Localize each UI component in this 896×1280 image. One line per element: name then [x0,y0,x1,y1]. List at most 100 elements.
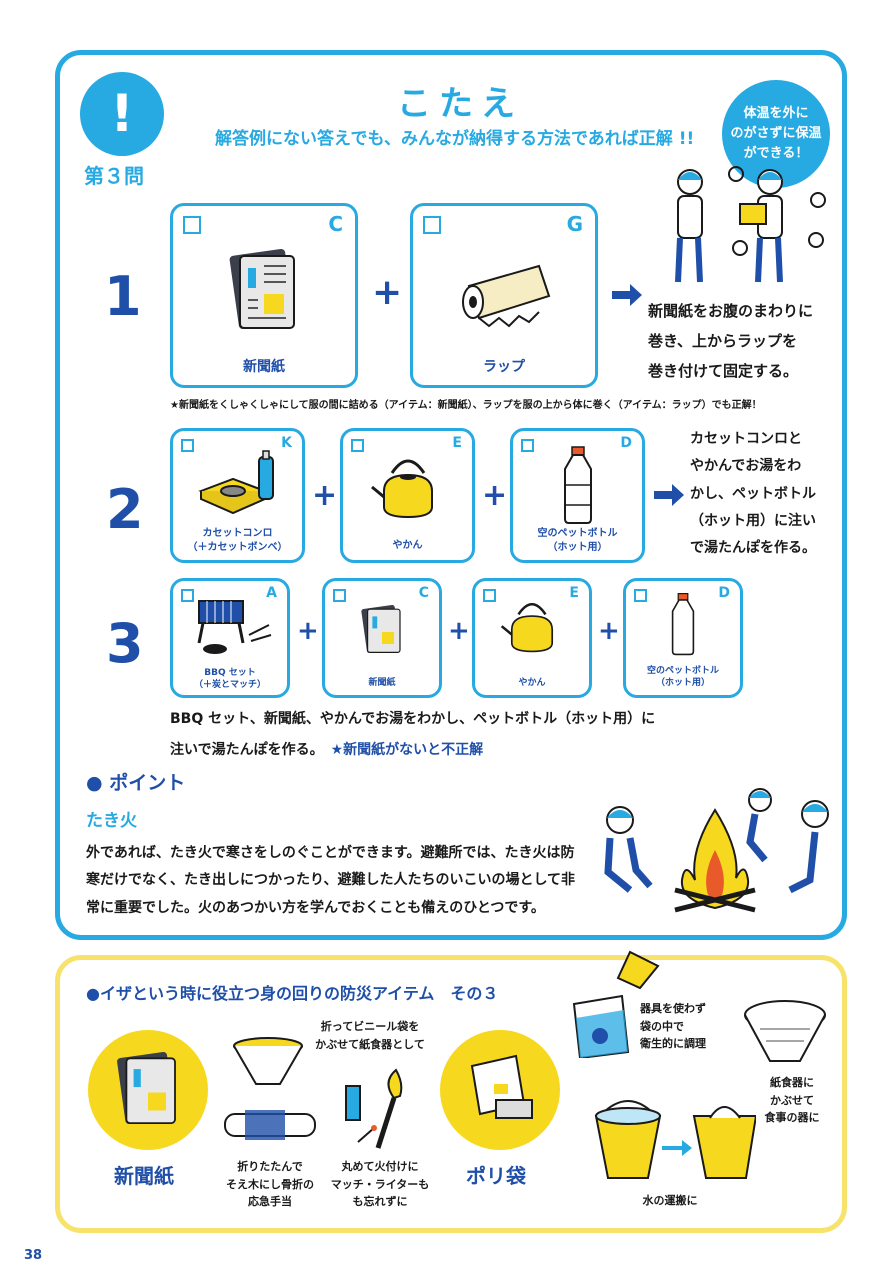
item-card-pet-bottle[interactable]: D 空のペットボトル （ホット用） [510,428,645,563]
checkbox[interactable] [181,589,194,602]
caption-line: 器具を使わず [640,1002,706,1015]
label-line: （ホット用） [547,541,608,553]
checkbox[interactable] [423,216,441,234]
label-line: BBQ セット [204,668,256,678]
result-line: で湯たんぽを作る。 [690,540,816,557]
plus-sign: + [372,272,403,313]
newspaper-icon [117,1051,176,1125]
result-note: ★新聞紙がないと不正解 [330,741,484,758]
plus-sign: + [448,616,470,646]
item-card-newspaper[interactable]: C 新聞紙 [322,578,442,698]
caption-line: かぶせて [770,1093,814,1107]
subtitle: 解答例にない答えでも、みんなが納得する方法であれば正解 !! [215,129,695,149]
bbq-grill-icon [197,600,272,654]
item-card-kettle[interactable]: E やかん [472,578,592,698]
water-caption: 水の運搬に [642,1194,698,1207]
step1-result: 新聞紙をお腹のまわりに 巻き、上からラップを 巻き付けて固定する。 [648,296,813,386]
caption-line: 応急手当 [248,1195,292,1209]
result-line: 巻き、上からラップを [648,332,797,350]
item-card-gas-stove[interactable]: K カセットコンロ （＋カセットボンベ） [170,428,305,563]
pet-bottle-icon [563,446,592,524]
caption-line: かぶせて紙食器として [315,1037,425,1051]
water-bucket-icon [594,1100,756,1179]
plastic-wrap-icon [462,264,551,328]
checkbox[interactable] [634,589,647,602]
items-heading: ●イザという時に役立つ身の回りの防災アイテム その３ [86,984,499,1003]
caption-line: 丸めて火付けに [341,1160,419,1173]
lighter-torch-icon [345,1068,403,1149]
people-warm-illustration [675,166,826,283]
item-card-pet-bottle[interactable]: D 空のペットボトル （ホット用） [623,578,743,698]
checkbox[interactable] [333,589,346,602]
item-letter: D [620,435,632,451]
result-line: やかんでお湯をわ [690,458,802,475]
plus-sign: + [297,616,319,646]
caption-line: そえ木にし骨折の [226,1177,314,1191]
caption-line: も忘れずに [352,1195,408,1209]
step1-note: ★新聞紙をくしゃくしゃにして服の間に詰める（アイテム：新聞紙）、ラップを服の上か… [170,400,762,411]
item-card-newspaper[interactable]: C 新聞紙 [170,203,358,388]
item-letter: E [452,435,462,451]
label-line: （＋炭とマッチ） [193,680,266,691]
item-letter: E [569,585,579,601]
result-line: 新聞紙をお腹のまわりに [648,302,814,320]
caption-line: 紙食器に [770,1076,814,1089]
item-letter: C [418,585,429,601]
newspaper-icon [229,248,295,330]
splint-icon [224,1110,316,1140]
bowl-caption: 折ってビニール袋を かぶせて紙食器として [300,1018,440,1053]
plastic-bag-label: ポリ袋 [466,1164,526,1188]
checkbox[interactable] [351,439,364,452]
point-body: 外であれば、たき火で寒さをしのぐことができます。避難所では、たき火は防寒だけでな… [86,845,576,916]
result-line: カセットコンロと [690,431,802,447]
caption-line: マッチ・ライターも [330,1177,430,1191]
item-card-kettle[interactable]: E やかん [340,428,475,563]
item-letter: D [718,585,730,601]
cooking-bag-icon [572,950,660,1058]
caption-line: 折りたたんで [237,1160,303,1173]
caption-line: 衛生的に調理 [640,1037,706,1051]
plus-sign: + [482,478,508,513]
result-line: かし、ペットボトル [690,485,816,502]
dish-caption: 紙食器に かぶせて 食事の器に [752,1074,832,1127]
fire-caption: 丸めて火付けに マッチ・ライターも も忘れずに [330,1158,430,1211]
arrow-right-icon [612,284,642,306]
label-line: （＋カセットボンベ） [187,541,288,553]
page-number: 38 [24,1248,43,1263]
plastic-bag-icon [470,1054,533,1119]
badge-line: 体温を外に [743,105,809,121]
step3-result: BBQ セット、新聞紙、やかんでお湯をわかし、ペットボトル（ホット用）に 注いで… [170,704,655,766]
pet-bottle-icon [671,593,695,656]
item-letter: C [328,212,343,236]
page-title: こたえ [397,84,523,124]
caption-line: 袋の中で [640,1019,684,1033]
exclamation-badge: ! [80,72,164,156]
item-label: やかん [392,540,423,551]
label-line: 空のペットボトル [537,528,618,539]
result-line: BBQ セット、新聞紙、やかんでお湯をわかし、ペットボトル（ホット用）に [170,711,656,727]
checkbox[interactable] [483,589,496,602]
newspaper-label: 新聞紙 [114,1164,174,1188]
checkbox[interactable] [181,439,194,452]
item-label: 新聞紙 [243,359,285,375]
step-number: 2 [106,478,144,541]
splint-caption: 折りたたんで そえ木にし骨折の 応急手当 [215,1158,325,1211]
checkbox[interactable] [521,439,534,452]
checkbox[interactable] [183,216,201,234]
item-label: やかん [518,678,546,688]
item-letter: A [266,585,277,601]
item-card-bbq[interactable]: A BBQ セット （＋炭とマッチ） [170,578,290,698]
item-letter: G [566,212,583,236]
covered-dish-icon [744,1000,826,1062]
point-heading: ● ポイント [86,772,186,794]
warmth-badge: 体温を外に のがさずに保温 ができる！ [722,80,830,188]
label-line: カセットコンロ [202,528,273,539]
result-line: 巻き付けて固定する。 [648,362,799,380]
item-label: ラップ [483,359,525,375]
item-card-wrap[interactable]: G ラップ [410,203,598,388]
kettle-icon [500,603,554,653]
question-label: 第３問 [84,164,144,188]
arrow-right-icon [654,484,684,506]
result-line: （ホット用）に注い [690,512,816,529]
item-letter: K [281,435,292,451]
